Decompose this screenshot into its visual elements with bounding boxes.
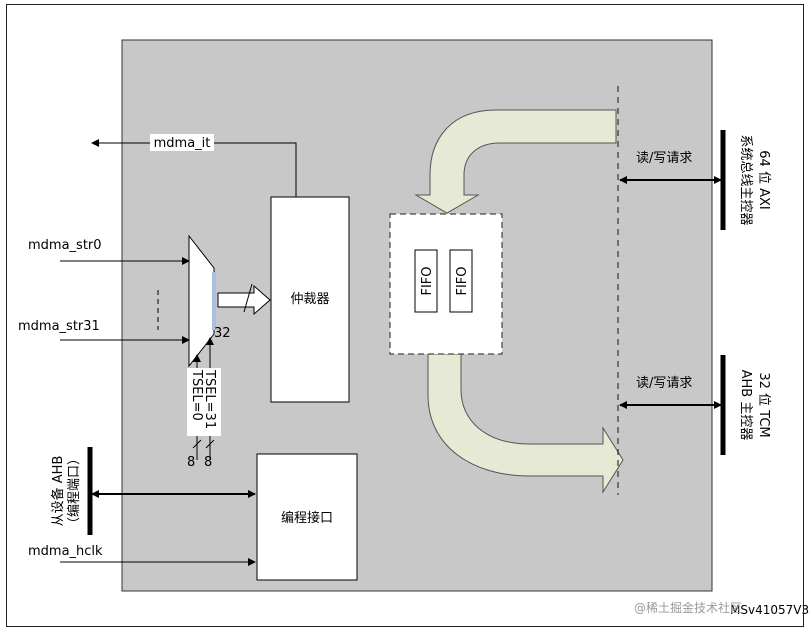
mdma-hclk-label: mdma_hclk [28,544,103,559]
bus-width-label: 32 [214,326,231,341]
mux-output-arrow [217,284,271,316]
mdma-str0-label: mdma_str0 [28,238,102,253]
tsel0-slash [192,439,202,449]
axi-bus-label: 64 位 AXI [756,150,771,209]
ahb-slave-label: 从设备 AHB [50,456,66,527]
fifo-1-label: FIFO [420,266,435,295]
prog-interface-block [256,453,358,581]
mux-shape [188,234,215,368]
bus-width-slash [243,283,253,313]
fifo-2-label: FIFO [455,266,470,295]
mdma-it-label: mdma_it [154,136,211,151]
watermark-text: @稀土掘金技术社区 [634,600,742,615]
axi-request-label: 读/写请求 [636,151,692,166]
mdma-str31-label: mdma_str31 [18,319,100,334]
tsel31-bits: 8 [204,455,212,470]
fifo-2 [449,249,473,313]
tsel0-bits: 8 [187,455,195,470]
tsel0-label: TSEL=0 [189,369,204,421]
tsel31-label: TSEL=31 [202,369,217,429]
tcm-bus-label: 32 位 TCM [756,372,771,437]
flow-arrow-out [427,353,624,494]
mdma-it-label-bg [150,134,214,151]
figure-code: MSv41057V3 [730,603,809,617]
tcm-request-label: 读/写请求 [636,376,692,391]
flow-arrow-in [414,109,617,214]
axi-bus-sublabel: 系统总线主控器 [738,134,753,225]
arbiter-block [270,196,350,403]
fifo-container [389,213,503,355]
diagram-frame [6,4,804,627]
fifo-1 [414,249,438,313]
prog-interface-label: 编程接口 [281,510,333,526]
tcm-bus-sublabel: AHB 主控器 [738,370,753,441]
tsel31-slash [205,439,215,449]
tsel-label-bg [187,368,221,436]
ahb-slave-sublabel: （编程端口） [67,452,82,530]
arbiter-label: 仲裁器 [290,291,329,307]
